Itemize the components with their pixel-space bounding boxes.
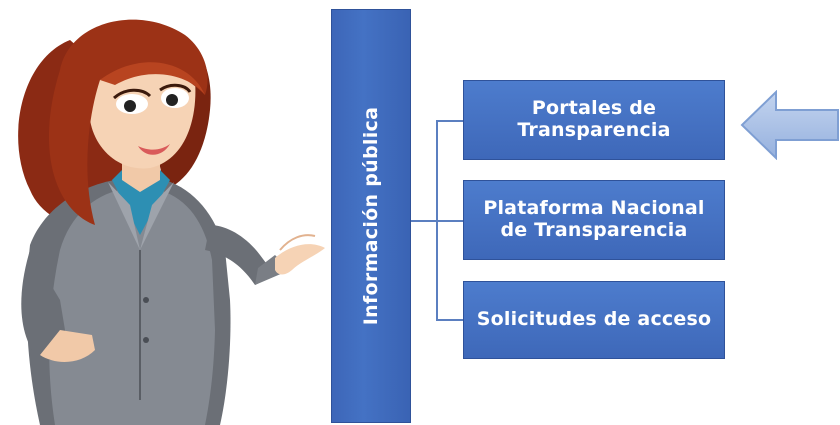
woman-presenter-icon bbox=[18, 19, 325, 425]
node-plataforma-nacional: Plataforma Nacional de Transparencia bbox=[463, 180, 725, 260]
connector-branch-3 bbox=[436, 319, 463, 321]
node-solicitudes-de-acceso: Solicitudes de acceso bbox=[463, 281, 725, 359]
root-node: Información pública bbox=[331, 9, 411, 423]
left-arrow-icon bbox=[740, 90, 839, 160]
connector-branch-2 bbox=[436, 220, 463, 222]
node-label: Plataforma Nacional de Transparencia bbox=[483, 197, 705, 241]
connector-branch-1 bbox=[436, 120, 463, 122]
node-label: Portales de Transparencia bbox=[517, 97, 671, 141]
node-label: Solicitudes de acceso bbox=[476, 308, 712, 331]
node-portales-de-transparencia: Portales de Transparencia bbox=[463, 80, 725, 160]
root-node-label: Información pública bbox=[360, 106, 382, 326]
connector-root bbox=[411, 220, 437, 222]
